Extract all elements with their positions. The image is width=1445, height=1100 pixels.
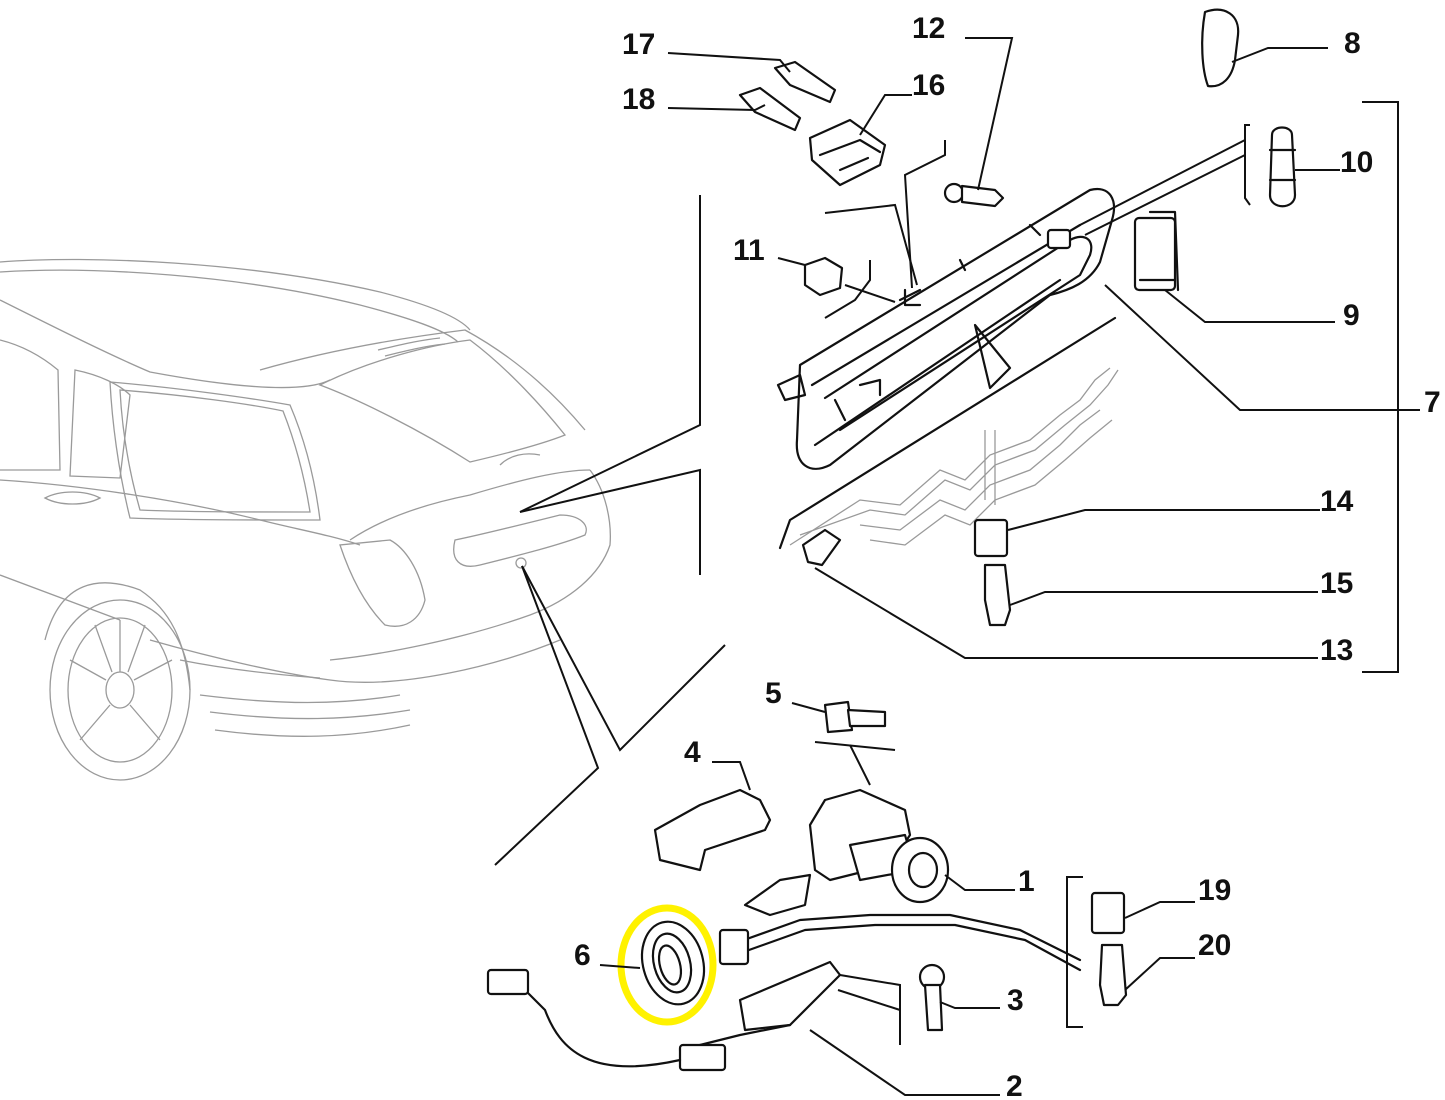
clip-part-13 [801,528,842,567]
part-number-11: 11 [733,234,765,267]
part-number-16: 16 [912,69,945,102]
part-number-9: 9 [1343,299,1360,332]
terminal-part-17 [773,60,837,104]
highlight-ring-part-6 [617,904,717,1026]
part-number-19: 19 [1198,874,1231,907]
lamp-housing-part-9 [1133,210,1180,292]
part-number-5: 5 [765,677,782,710]
part-number-2: 2 [1006,1070,1023,1100]
part-number-13: 13 [1320,634,1353,667]
nut-part-11 [803,256,844,297]
car-illustration [0,258,611,781]
connector-part-16 [808,118,887,187]
part-number-4: 4 [684,736,701,769]
part-number-7: 7 [1424,386,1441,419]
handle-assembly-drawing [776,187,1119,550]
part-number-12: 12 [912,12,945,45]
callout-leader-lines [599,37,1420,1096]
part-number-14: 14 [1320,485,1354,518]
part-number-20: 20 [1198,929,1231,962]
part-number-10: 10 [1340,146,1373,179]
part-number-15: 15 [1320,567,1353,600]
zoom-leader-lines [494,195,726,866]
lens-cap-part-8 [1201,8,1240,88]
part-number-8: 8 [1344,27,1361,60]
part-number-labels: 1 2 3 4 5 6 7 8 9 10 11 12 13 14 15 16 1… [574,12,1441,1100]
lock-assembly-drawing [486,700,1128,1072]
part-number-18: 18 [622,83,655,116]
connector-part-14 [973,518,1009,558]
part-number-6: 6 [574,939,591,972]
terminal-part-15 [983,563,1012,627]
part-number-17: 17 [622,28,655,61]
screw-part-12 [943,182,1005,208]
bulb-part-10 [1268,126,1297,208]
part-number-3: 3 [1007,984,1024,1017]
part-number-1: 1 [1018,865,1035,898]
